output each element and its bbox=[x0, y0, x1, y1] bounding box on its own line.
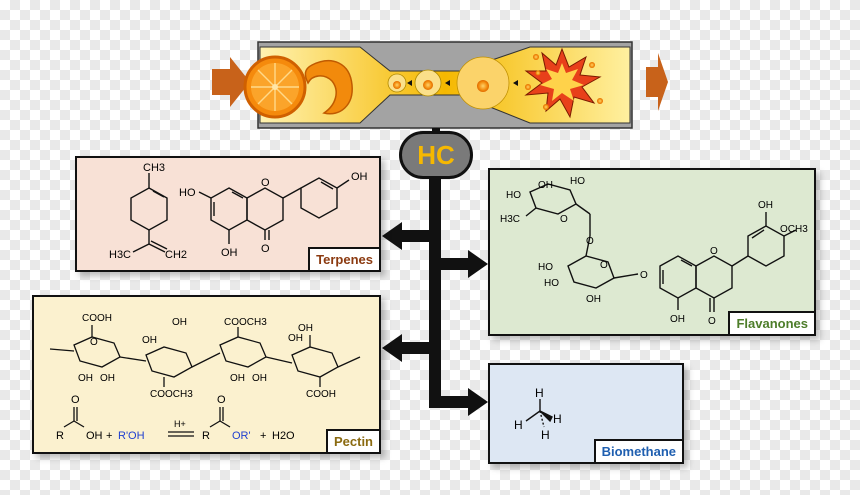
arrow-left-terpenes-icon bbox=[382, 222, 402, 250]
orange-slice-icon bbox=[243, 55, 307, 119]
reaction-r1-label: R bbox=[56, 430, 64, 442]
inflow-arrow-icon bbox=[212, 57, 250, 107]
aglycone-och3-label: OCH3 bbox=[780, 224, 808, 235]
methane-h-bottom: H bbox=[541, 428, 550, 442]
aglycone-ring-o-label: O bbox=[710, 246, 718, 257]
outflow-arrow-icon bbox=[646, 53, 668, 111]
flavone-ketone-o-label: O bbox=[261, 243, 270, 255]
sugar-ho4-label: HO bbox=[544, 278, 559, 289]
limonene-ch3-label: CH3 bbox=[143, 162, 165, 174]
pectin-oh2-label: OH bbox=[100, 373, 115, 384]
hc-label: HC bbox=[417, 140, 455, 170]
bubble-small-icon bbox=[387, 73, 407, 93]
pectin-ring-o-label: O bbox=[90, 337, 98, 348]
pectin-oh6-label: OH bbox=[252, 373, 267, 384]
sugar-oh1-label: OH bbox=[538, 180, 553, 191]
pectin-oh4-label: OH bbox=[142, 335, 157, 346]
pectin-cooh2-label: COOH bbox=[306, 389, 336, 400]
reaction-o1-label: O bbox=[71, 394, 80, 406]
sugar-ho1-label: HO bbox=[506, 190, 521, 201]
arrow-left-pectin-icon bbox=[382, 334, 402, 362]
reaction-r2-label: R bbox=[202, 430, 210, 442]
pectin-cooch3-bottom-label: COOCH3 bbox=[150, 389, 193, 400]
methane-h-right: H bbox=[553, 412, 562, 426]
bubble-large-icon bbox=[456, 56, 510, 110]
pectin-oh3-label: OH bbox=[172, 317, 187, 328]
flavanones-tag: Flavanones bbox=[728, 311, 814, 334]
reaction-o2-label: O bbox=[217, 394, 226, 406]
flavone-oh-right-label: OH bbox=[351, 171, 368, 183]
sugar-o3-label: O bbox=[600, 260, 608, 271]
pectin-box: COOH OH OH COOCH3 OH OH OH COOCH3 OH OH … bbox=[32, 295, 381, 454]
distribution-arrows bbox=[382, 178, 488, 416]
limonene-ch2-label: CH2 bbox=[165, 249, 187, 261]
reaction-plus2-label: + bbox=[260, 430, 266, 442]
methane-h-top: H bbox=[535, 386, 544, 400]
sugar-oh2-label: OH bbox=[586, 294, 601, 305]
reaction-or-label: OR' bbox=[232, 430, 251, 442]
hc-hub: HC bbox=[399, 131, 473, 179]
pectin-oh1-label: OH bbox=[78, 373, 93, 384]
reactor-diagram bbox=[212, 41, 668, 129]
pectin-oh7-label: OH bbox=[288, 333, 303, 344]
bubble-medium-icon bbox=[414, 69, 442, 97]
pectin-cooh1-label: COOH bbox=[82, 313, 112, 324]
sugar-h3c-label: H3C bbox=[500, 214, 520, 225]
aglycone-ketone-o-label: O bbox=[708, 316, 716, 327]
reaction-catalyst-label: H+ bbox=[174, 419, 186, 429]
pectin-cooch3-top-label: COOCH3 bbox=[224, 317, 267, 328]
aglycone-oh-bottom-label: OH bbox=[670, 314, 685, 325]
sugar-ho2-label: HO bbox=[570, 176, 585, 187]
reaction-roh-label: R'OH bbox=[118, 430, 145, 442]
methane-h-left: H bbox=[514, 418, 523, 432]
limonene-h3c-label: H3C bbox=[109, 249, 131, 261]
sugar-o1-label: O bbox=[560, 214, 568, 225]
flavone-ring-o-label: O bbox=[261, 177, 270, 189]
orange-peel-icon bbox=[304, 60, 353, 115]
terpenes-box: CH3 CH2 H3C HO OH OH O O Terpenes bbox=[75, 156, 381, 272]
flavone-ho-left-label: HO bbox=[179, 187, 196, 199]
pectin-oh8-label: OH bbox=[298, 323, 313, 334]
arrow-right-flavanones-icon bbox=[468, 250, 488, 278]
reaction-oh-label: OH bbox=[86, 430, 103, 442]
aglycone-oh-top-label: OH bbox=[758, 200, 773, 211]
biomethane-box: H H H H Biomethane bbox=[488, 363, 684, 464]
flavanones-structures: HO OH HO H3C O O O HO HO OH O OH OCH3 O … bbox=[500, 176, 808, 327]
sugar-ho3-label: HO bbox=[538, 262, 553, 273]
flavanones-box: HO OH HO H3C O O O HO HO OH O OH OCH3 O … bbox=[488, 168, 816, 336]
biomethane-tag: Biomethane bbox=[593, 439, 682, 462]
reaction-plus1-label: + bbox=[106, 430, 112, 442]
pectin-structures: COOH OH OH COOCH3 OH OH OH COOCH3 OH OH … bbox=[49, 313, 361, 442]
flavone-oh-bottom-label: OH bbox=[221, 247, 238, 259]
terpenes-tag: Terpenes bbox=[308, 247, 379, 270]
pectin-oh5-label: OH bbox=[230, 373, 245, 384]
sugar-o4-label: O bbox=[640, 270, 648, 281]
pectin-tag: Pectin bbox=[325, 429, 379, 452]
sugar-o2-label: O bbox=[586, 236, 594, 247]
methane-structure: H H H H bbox=[514, 386, 562, 442]
reaction-h2o-label: H2O bbox=[272, 430, 295, 442]
terpenes-structures: CH3 CH2 H3C HO OH OH O O bbox=[109, 162, 368, 261]
arrow-right-biomethane-icon bbox=[468, 388, 488, 416]
